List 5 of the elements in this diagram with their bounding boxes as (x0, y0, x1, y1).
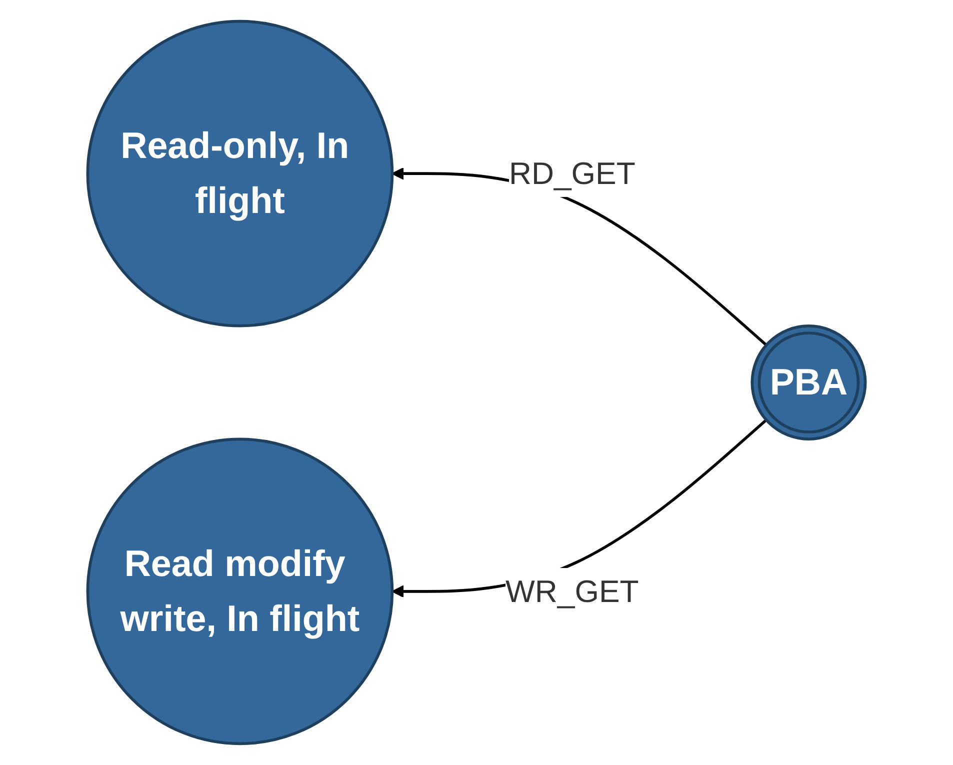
node-circle: PBA (750, 324, 867, 440)
node-circle: Read-only, In flight (86, 20, 394, 328)
edge-label: RD_GET (508, 156, 636, 192)
node-circle: Read modify write, In flight (86, 438, 394, 746)
edge-label: WR_GET (506, 574, 639, 610)
